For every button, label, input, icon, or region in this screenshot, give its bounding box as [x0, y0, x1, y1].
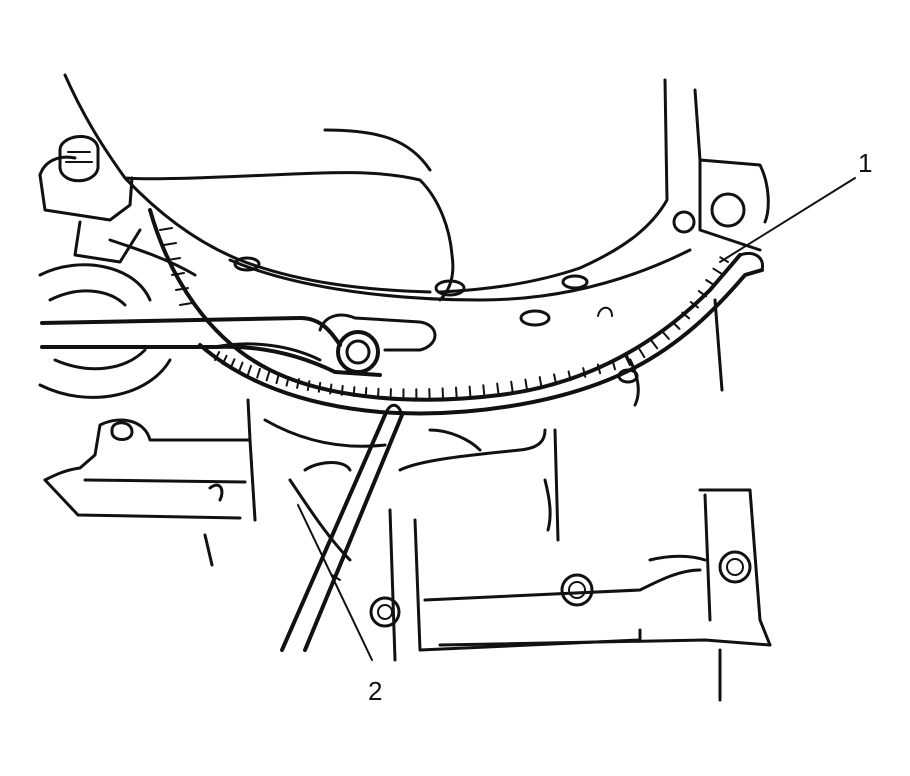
bolt-hole-small	[672, 210, 696, 234]
housing-right-edge	[628, 298, 724, 407]
pry-tool	[280, 403, 404, 652]
gear-tooth	[229, 358, 236, 369]
flywheel-face	[228, 248, 692, 384]
gear-tooth	[468, 385, 472, 397]
gear-tooth	[482, 384, 486, 396]
gear-tooth	[275, 373, 280, 385]
gear-tooth	[650, 340, 659, 350]
gear-tooth	[624, 356, 631, 366]
gear-tooth	[681, 311, 691, 320]
flywheel-ring-gear	[148, 208, 765, 416]
gear-teeth	[214, 256, 729, 400]
gear-tooth	[611, 359, 616, 371]
gear-tooth	[538, 376, 543, 387]
gear-tooth	[638, 348, 646, 359]
gear-tooth	[524, 378, 528, 390]
gear-tooth	[689, 301, 699, 309]
gear-tooth	[455, 386, 458, 398]
block-bolt-center	[560, 573, 594, 607]
housing-upper	[63, 73, 770, 302]
gear-tooth	[317, 381, 322, 393]
gear-tooth	[296, 378, 300, 389]
leader-line-2	[297, 504, 373, 661]
gear-tooth	[553, 373, 557, 385]
bolt-hole-right	[710, 192, 746, 228]
gear-tooth	[329, 383, 333, 395]
callout-label-1: 1	[858, 148, 872, 178]
callout-label-2: 2	[368, 676, 382, 706]
gear-tooth	[712, 267, 722, 275]
left-bracket	[38, 134, 142, 264]
gear-tooth	[582, 367, 587, 378]
engine-block-lower	[43, 398, 560, 567]
gear-tooth	[306, 380, 311, 391]
block-bolt-right	[718, 550, 752, 584]
gear-tooth	[238, 361, 244, 373]
gear-tooth	[340, 384, 344, 396]
lower-right-flange	[369, 488, 772, 702]
gear-tooth	[214, 351, 221, 361]
tool-bolt-head	[336, 330, 380, 374]
gear-tooth	[661, 331, 670, 340]
gear-tooth	[247, 364, 252, 376]
left-hub	[38, 238, 197, 399]
gear-tooth	[352, 386, 356, 397]
callout-leaders	[297, 177, 856, 661]
gear-tooth	[672, 321, 681, 330]
gear-tooth	[510, 380, 514, 392]
gear-tooth	[705, 279, 715, 286]
gear-tooth	[256, 367, 261, 379]
gear-tooth	[285, 375, 290, 387]
gear-tooth	[567, 370, 572, 382]
block-bolt-left	[369, 596, 401, 628]
flywheel-holding-tool	[40, 313, 437, 377]
gear-tooth	[221, 354, 228, 365]
leader-line-1	[719, 177, 856, 263]
gear-tooth	[364, 387, 368, 398]
gear-tooth	[265, 370, 271, 382]
gear-tooth	[697, 290, 708, 298]
gear-tooth	[496, 382, 500, 394]
gear-tooth	[596, 363, 602, 375]
